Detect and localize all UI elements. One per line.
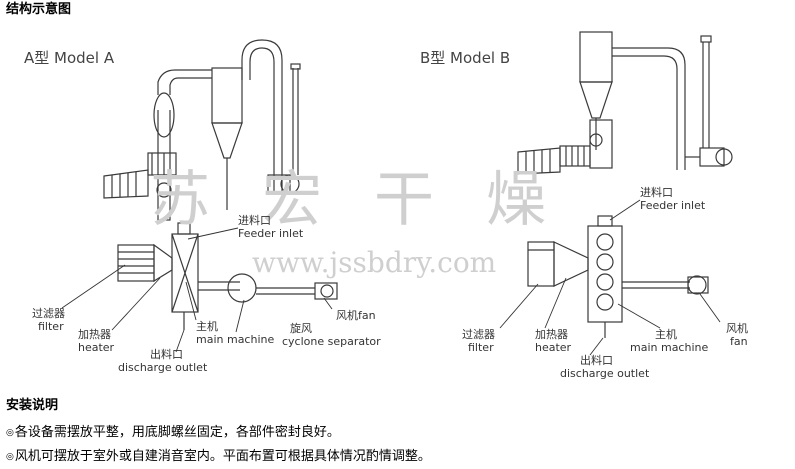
a-filter-label-en: filter	[38, 320, 64, 333]
bullet-icon: ◎	[6, 452, 14, 462]
install-note-2-text: 风机可摆放于室外或自建消音室内。平面布置可根据具体情况酌情调整。	[14, 449, 431, 464]
a-main-label-en: main machine	[196, 333, 274, 346]
b-discharge-label-cn: 出料口	[580, 353, 613, 367]
install-note-2: ◎风机可摆放于室外或自建消音室内。平面布置可根据具体情况酌情调整。	[6, 449, 431, 465]
model-a-elevation	[103, 39, 301, 221]
model-a-title: A型 Model A	[24, 49, 115, 67]
a-heater-label-en: heater	[78, 341, 115, 354]
a-filter-label-cn: 过滤器	[32, 307, 65, 320]
model-b-elevation	[517, 31, 733, 175]
install-note-1: ◎各设备需摆放平整，用底脚螺丝固定，各部件密封良好。	[6, 425, 340, 441]
a-cyclone-label-cn: 旋风	[290, 321, 312, 335]
a-fan-label: 风机fan	[336, 308, 376, 322]
a-heater-label-cn: 加热器	[78, 328, 111, 341]
model-b-title: B型 Model B	[420, 49, 510, 67]
b-filter-label-en: filter	[468, 341, 494, 354]
b-main-label-cn: 主机	[655, 327, 677, 341]
model-b-plan	[527, 215, 709, 338]
a-feeder-label-cn: 进料口	[238, 213, 271, 227]
b-feeder-label-en: Feeder inlet	[640, 199, 706, 212]
leader-lines	[61, 199, 721, 356]
b-heater-label-cn: 加热器	[535, 328, 568, 341]
bullet-icon: ◎	[6, 428, 14, 438]
b-feeder-label-cn: 进料口	[640, 185, 673, 199]
a-main-label-cn: 主机	[196, 319, 218, 333]
b-heater-label-en: heater	[535, 341, 572, 354]
b-fan-label-cn: 风机	[726, 321, 748, 335]
b-main-label-en: main machine	[630, 341, 708, 354]
a-discharge-label-en: discharge outlet	[118, 361, 208, 374]
b-discharge-label-en: discharge outlet	[560, 367, 650, 380]
section-title-install: 安装说明	[6, 398, 59, 413]
watermark-chars: 苏宏干燥	[150, 165, 598, 235]
a-feeder-label-en: Feeder inlet	[238, 227, 304, 240]
b-filter-label-cn: 过滤器	[462, 328, 495, 341]
a-cyclone-label-en: cyclone separator	[282, 335, 381, 348]
model-a-plan	[117, 222, 338, 330]
install-note-1-text: 各设备需摆放平整，用底脚螺丝固定，各部件密封良好。	[14, 425, 340, 440]
structure-diagram: A型 Model A B型 Model B 苏宏干燥 www.jssbdry.c…	[24, 31, 748, 380]
a-discharge-label-cn: 出料口	[150, 347, 183, 361]
section-title-structure: 结构示意图	[6, 2, 72, 17]
watermark-url: www.jssbdry.com	[252, 246, 496, 279]
b-fan-label-en: fan	[730, 335, 748, 348]
